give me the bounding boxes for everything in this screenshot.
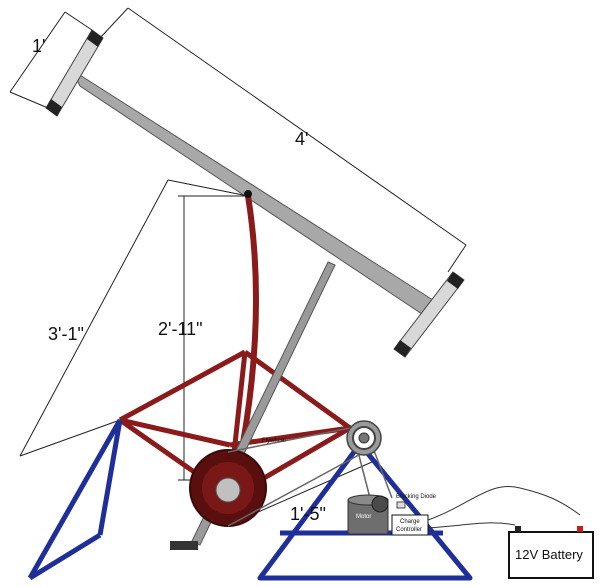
motor [347,494,389,535]
charge-controller-label-line1: Charge [400,519,420,525]
left-pad-end-bottom [46,99,62,116]
battery-terminal-positive [577,526,583,532]
motor-label: Motor [356,514,371,520]
dimension-lines [9,7,467,521]
motor-pulley [371,495,389,513]
drive-pulley [346,420,382,456]
pad-width-label: 1' [32,36,45,56]
blue-base-left [27,418,123,581]
right-pad-end-top [447,272,464,289]
battery-terminal-negative [515,526,521,532]
top-beam [45,29,465,358]
beam-length-label: 4' [295,129,308,149]
battery [508,526,594,579]
right-pad-end-bottom [394,340,411,357]
left-pad-end-top [87,30,103,47]
charge-controller-label-line2: Controller [396,527,422,533]
blocking-diode [396,501,406,509]
belt-span-label: 1'-5" [290,504,326,524]
charge-controller [391,514,429,536]
arm-length-label: 3'-1" [48,324,84,344]
labels: 1' 4' 3'-1" 2'-11" 1'-5" Flywheel Blocki… [32,36,583,562]
post-height-label: 2'-11" [158,319,203,339]
pivot-pin [244,190,252,198]
blocking-diode-label: Blocking Diode [396,494,437,500]
flywheel-label: Flywheel [262,438,286,444]
battery-label: 12V Battery [515,547,583,562]
support-post-foot [170,541,198,550]
flywheel [189,449,267,527]
wires [427,486,581,529]
